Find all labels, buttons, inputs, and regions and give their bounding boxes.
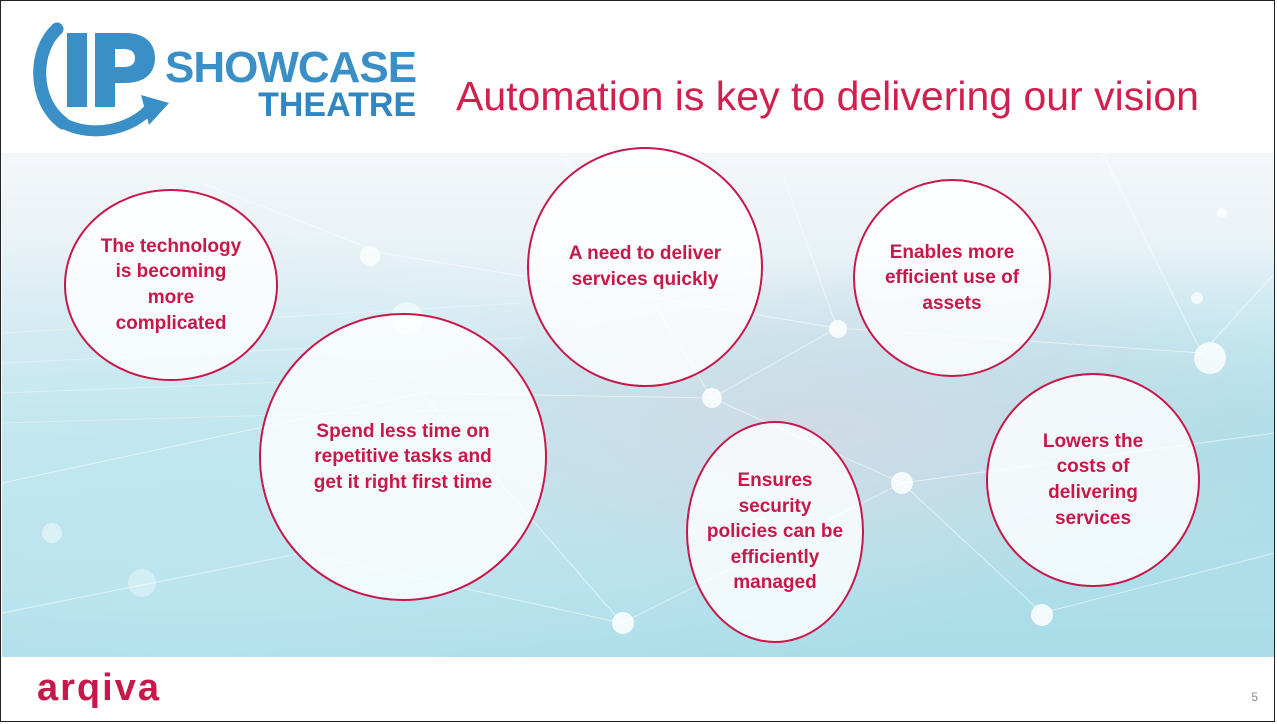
bubble-text: Lowers the costs of delivering services — [1042, 430, 1144, 529]
ip-logo-mark-icon — [33, 22, 169, 137]
bubble-deliver-services-quickly: A need to deliver services quickly — [527, 147, 763, 387]
logo-line-theatre: THEATRE — [258, 85, 417, 124]
bubble-text: Enables more efficient use of assets — [884, 241, 1020, 314]
bubble-spend-less-time: Spend less time on repetitive tasks and … — [259, 313, 547, 601]
bubble-efficient-assets: Enables more efficient use of assets — [853, 179, 1051, 377]
bubble-text: A need to deliver services quickly — [568, 243, 722, 290]
page-number: 5 — [1251, 690, 1258, 704]
bubble-text: Spend less time on repetitive tasks and … — [313, 420, 493, 493]
bubble-text: Ensures security policies can be efficie… — [706, 469, 844, 594]
bubble-lowers-costs: Lowers the costs of delivering services — [986, 373, 1200, 587]
bubble-security-policies: Ensures security policies can be efficie… — [686, 421, 864, 643]
bubble-technology-complicated: The technology is becoming more complica… — [64, 189, 278, 381]
arqiva-logo: arqiva — [37, 667, 161, 709]
slide-title: Automation is key to delivering our visi… — [456, 73, 1199, 119]
logo-wordmark: SHOWCASE THEATRE — [165, 43, 417, 124]
bubble-text: The technology is becoming more complica… — [100, 235, 242, 334]
logo-line-showcase: SHOWCASE — [165, 43, 417, 92]
ip-showcase-theatre-logo: SHOWCASE THEATRE — [23, 11, 417, 141]
